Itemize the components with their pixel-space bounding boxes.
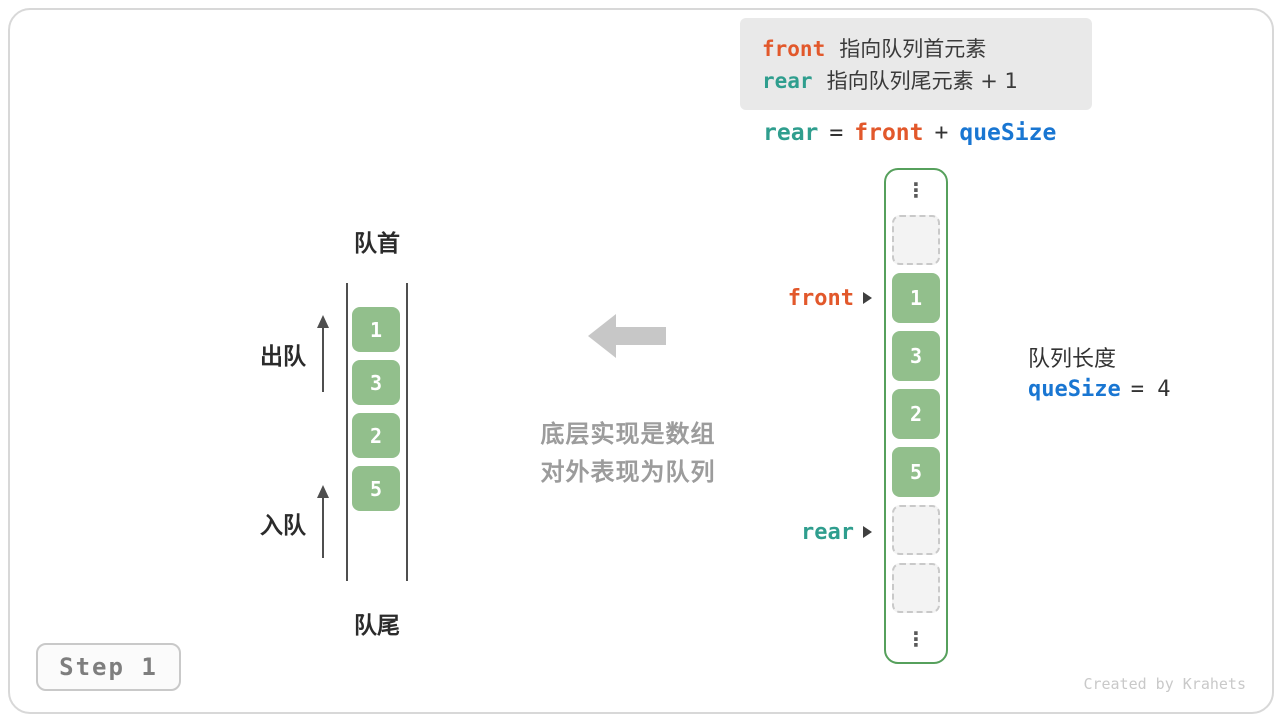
queue-wall-left <box>346 283 348 581</box>
queue-item: 1 <box>352 307 400 352</box>
left-block-arrow-icon <box>588 314 666 358</box>
array-cell: 5 <box>892 447 940 497</box>
front-pointer-label: front <box>787 285 854 311</box>
caption-line2: 对外表现为队列 <box>540 458 716 486</box>
rear-pointer: rear <box>752 517 872 547</box>
array-cell: 1 <box>892 273 940 323</box>
queue-length-label: 队列长度 <box>1028 347 1117 372</box>
enqueue-label: 入队 <box>260 513 306 539</box>
legend-rear-row: rear 指向队列尾元素 + 1 <box>762 65 1070 95</box>
array-cell: 2 <box>892 389 940 439</box>
array-cell-empty <box>892 563 940 613</box>
quesize-value: = 4 <box>1130 377 1171 402</box>
queue-wall-right <box>406 283 408 581</box>
rear-keyword: rear <box>762 69 813 93</box>
queue-item: 5 <box>352 466 400 511</box>
formula-plus: + <box>934 120 949 146</box>
step-label: Step 1 <box>59 653 158 681</box>
quesize-keyword: queSize <box>1028 377 1121 402</box>
canvas-border <box>8 8 1274 714</box>
array-ellipsis-bottom: ⋮ <box>906 627 926 651</box>
rear-description: 指向队列尾元素 + 1 <box>826 69 1018 93</box>
array-cell-empty <box>892 215 940 265</box>
queue-item: 3 <box>352 360 400 405</box>
queue-length-value: queSize = 4 <box>1028 377 1170 402</box>
dequeue-arrow-icon <box>317 315 329 392</box>
pointer-formula: rear = front + queSize <box>763 120 1056 150</box>
legend-front-row: front 指向队列首元素 <box>762 33 1070 63</box>
front-pointer: front <box>752 283 872 313</box>
caption-line1: 底层实现是数组 <box>540 420 716 448</box>
formula-equals: = <box>829 120 844 146</box>
front-pointer-arrow-icon <box>863 292 872 304</box>
queue-head-label: 队首 <box>354 231 400 257</box>
dequeue-label: 出队 <box>260 344 306 370</box>
array-cell: 3 <box>892 331 940 381</box>
formula-front: front <box>854 120 924 146</box>
formula-rear: rear <box>763 120 819 146</box>
rear-pointer-arrow-icon <box>863 526 872 538</box>
step-badge: Step 1 <box>36 643 181 691</box>
rear-pointer-label: rear <box>801 519 854 545</box>
queue-tail-label: 队尾 <box>354 613 400 639</box>
pointer-legend: front 指向队列首元素 rear 指向队列尾元素 + 1 <box>740 18 1092 110</box>
array-ellipsis-top: ⋮ <box>906 178 926 202</box>
queue-item: 2 <box>352 413 400 458</box>
array-cell-empty <box>892 505 940 555</box>
credit-text: Created by Krahets <box>1083 675 1246 693</box>
front-description: 指向队列首元素 <box>839 37 987 61</box>
front-keyword: front <box>762 37 826 61</box>
enqueue-arrow-icon <box>317 485 329 558</box>
formula-quesize: queSize <box>959 120 1057 146</box>
